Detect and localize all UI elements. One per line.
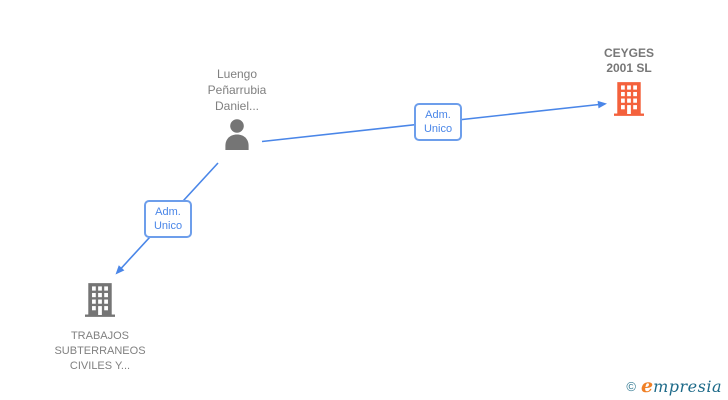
person-icon [223, 119, 251, 155]
ceyges-name-line-1: CEYGES [603, 46, 654, 60]
node-company-trabajos[interactable]: TRABAJOS SUBTERRANEOS CIVILES Y... [50, 282, 150, 374]
trabajos-name-line-1: TRABAJOS [70, 330, 130, 342]
node-company-ceyges[interactable]: CEYGES 2001 SL [579, 46, 679, 122]
edge-arrowhead-to-ceyges-icon [597, 100, 607, 109]
edge-label-adm-unico-ceyges: Adm. Unico [414, 103, 462, 141]
trabajos-name-line-2: SUBTERRANEOS [54, 345, 146, 357]
node-person-luengo[interactable]: Luengo Peñarrubia Daniel... [187, 66, 287, 155]
logo-brand-text: mpresia [653, 377, 722, 396]
ceyges-name: CEYGES 2001 SL [579, 46, 679, 76]
edge-label-line-2: Unico [153, 220, 183, 232]
person-name: Luengo Peñarrubia Daniel... [187, 66, 287, 114]
empresia-logo: © empresia [626, 375, 722, 397]
trabajos-name-line-3: CIVILES Y... [69, 360, 131, 372]
person-name-line-1: Luengo [216, 67, 258, 81]
logo-letter-e: e [641, 375, 654, 397]
edge-label-line-1: Adm. [425, 109, 451, 121]
building-icon-orange [614, 81, 644, 122]
person-name-line-3: Daniel... [214, 99, 260, 113]
building-icon-gray [85, 282, 115, 323]
edge-label-line-1: Adm. [155, 206, 181, 218]
ceyges-name-line-2: 2001 SL [606, 61, 652, 75]
edge-arrowhead-to-trabajos-icon [115, 265, 125, 275]
copyright-icon: © [626, 379, 636, 394]
person-name-line-2: Peñarrubia [207, 83, 267, 97]
trabajos-name: TRABAJOS SUBTERRANEOS CIVILES Y... [50, 329, 150, 374]
edge-label-adm-unico-trabajos: Adm. Unico [144, 200, 192, 238]
edge-label-line-2: Unico [423, 123, 453, 135]
